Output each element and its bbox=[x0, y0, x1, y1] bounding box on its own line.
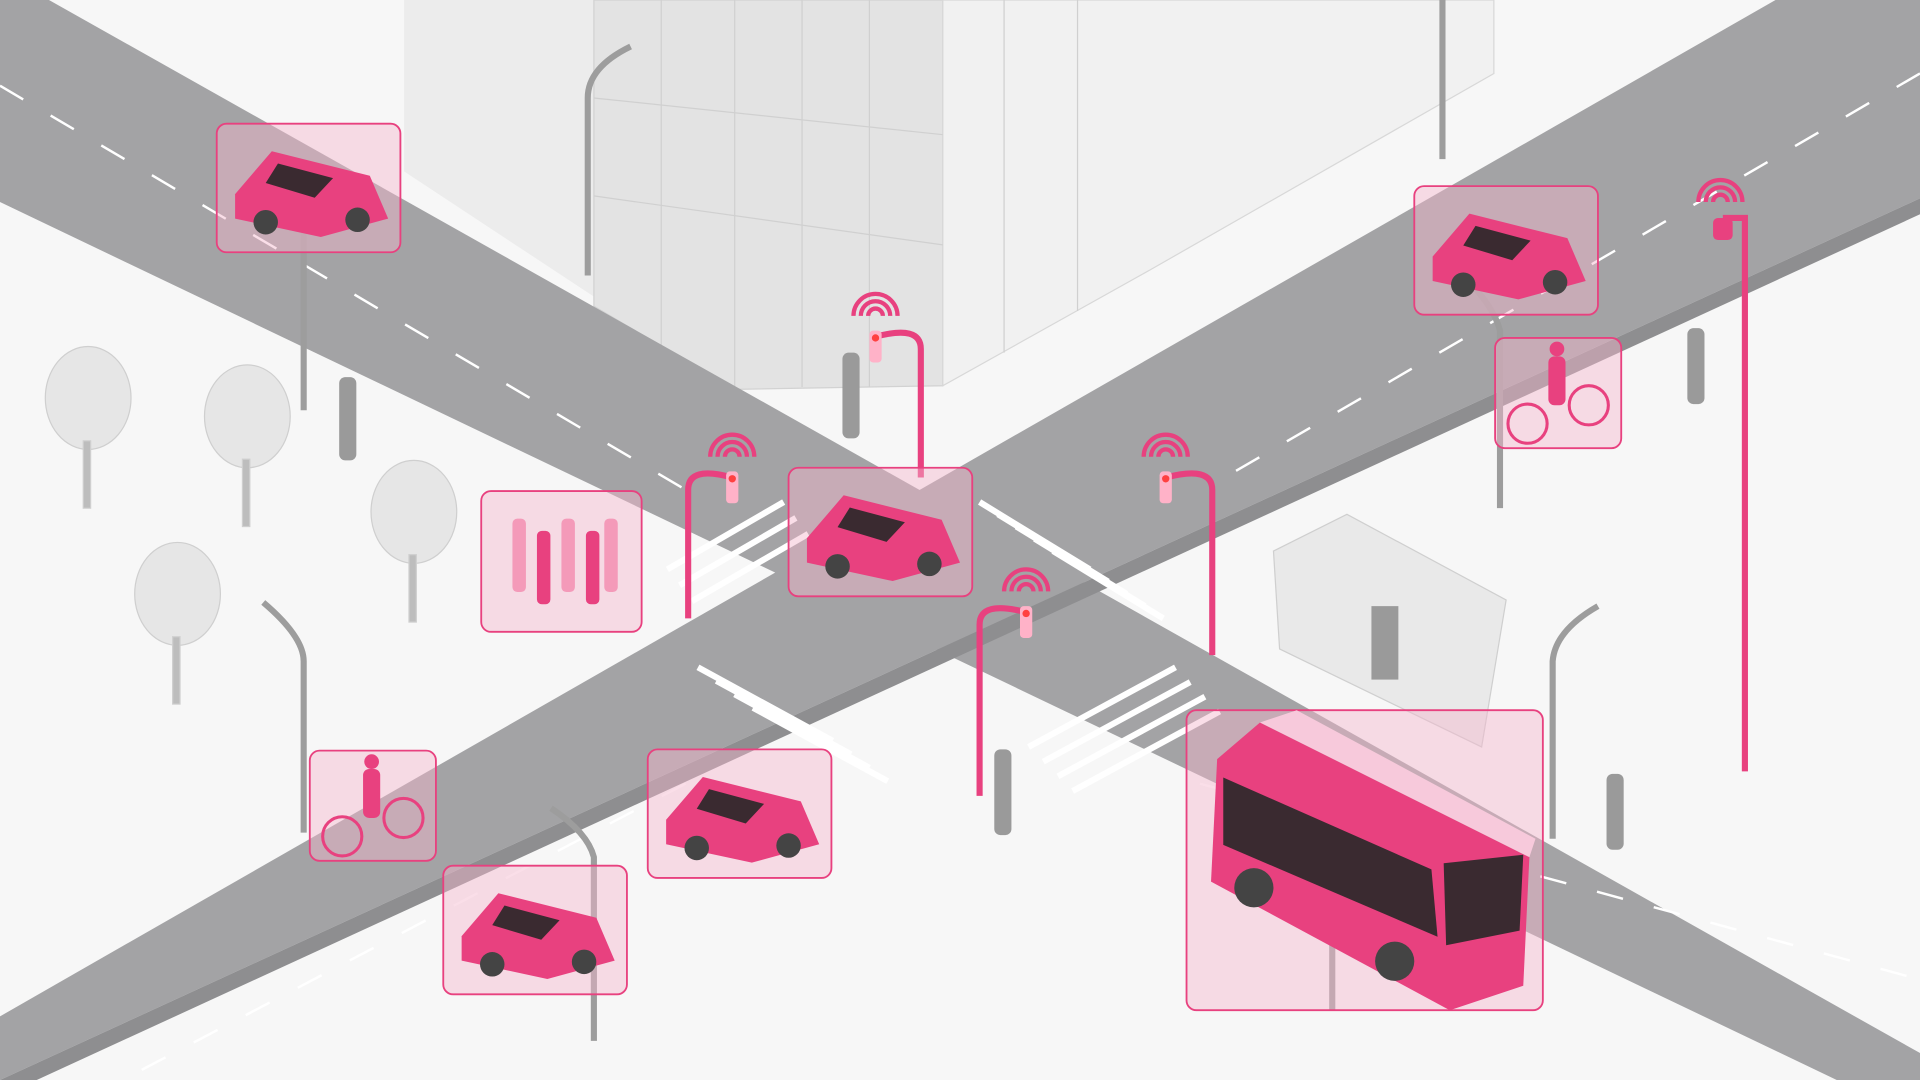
wifi-icon bbox=[1141, 432, 1190, 458]
wheel bbox=[684, 835, 709, 861]
bus-roof bbox=[1260, 710, 1536, 858]
car-window bbox=[837, 507, 905, 542]
person-icon bbox=[561, 518, 575, 593]
wheel bbox=[571, 949, 597, 975]
waiting-person bbox=[1371, 606, 1399, 680]
bike-wheel bbox=[382, 796, 425, 840]
lane-mark bbox=[0, 84, 687, 491]
detection-car[interactable] bbox=[1413, 185, 1599, 316]
wheel bbox=[253, 210, 278, 235]
camera-pole bbox=[1696, 177, 1748, 772]
wheel bbox=[1542, 270, 1568, 295]
detection-bus[interactable] bbox=[1185, 709, 1544, 1012]
traffic-light bbox=[851, 291, 924, 478]
detection-car[interactable] bbox=[646, 748, 833, 879]
signal-red bbox=[871, 334, 880, 342]
wifi-icon bbox=[708, 432, 757, 458]
bus-stop-shelter bbox=[1272, 513, 1507, 748]
pedestrians bbox=[339, 328, 1705, 850]
detection-car[interactable] bbox=[442, 864, 628, 996]
wifi-icon bbox=[1001, 567, 1051, 592]
cyclist-head bbox=[364, 754, 379, 769]
wheel bbox=[480, 952, 505, 977]
wheel bbox=[776, 833, 801, 858]
trees bbox=[44, 345, 458, 705]
wheel bbox=[1234, 868, 1274, 908]
person-icon bbox=[585, 530, 600, 605]
detection-cyclist[interactable] bbox=[308, 749, 437, 862]
wheel bbox=[825, 554, 850, 579]
traffic-light bbox=[685, 432, 757, 619]
crosswalk bbox=[665, 499, 1222, 794]
road-ne-sw-lower bbox=[0, 198, 1920, 1080]
detection-boxes bbox=[215, 122, 1623, 1012]
bus-windows bbox=[1223, 777, 1438, 937]
person-icon bbox=[512, 518, 526, 593]
detection-car[interactable] bbox=[215, 122, 402, 254]
bike-wheel bbox=[1506, 402, 1549, 445]
car-window bbox=[696, 789, 765, 824]
building-window-grid bbox=[593, 0, 1079, 390]
building-side bbox=[942, 0, 1495, 387]
lane-mark bbox=[121, 782, 687, 1080]
wheel bbox=[917, 551, 942, 577]
bike-wheel bbox=[1567, 384, 1610, 427]
camera-icon bbox=[1713, 217, 1733, 240]
cyclist-head bbox=[1549, 341, 1565, 357]
wheel bbox=[345, 207, 370, 233]
traffic-lights bbox=[685, 177, 1748, 796]
building-glass bbox=[593, 0, 944, 391]
car-window bbox=[265, 163, 334, 198]
signal-red bbox=[1022, 609, 1030, 618]
person-icon bbox=[604, 518, 618, 593]
wifi-icon bbox=[851, 291, 900, 317]
lane-mark bbox=[1223, 72, 1920, 479]
car-window bbox=[492, 905, 560, 940]
wheel bbox=[1375, 941, 1415, 981]
detection-car[interactable] bbox=[787, 466, 974, 598]
car-window bbox=[1463, 225, 1531, 261]
cyclist-icon bbox=[363, 768, 381, 818]
signal-red bbox=[728, 475, 736, 483]
signal-red bbox=[1162, 475, 1170, 483]
cyclist-icon bbox=[1548, 356, 1566, 406]
traffic-light bbox=[1141, 432, 1216, 656]
wifi-icon bbox=[1696, 177, 1745, 203]
person-icon bbox=[536, 530, 551, 605]
wheel bbox=[1451, 272, 1476, 297]
detection-cyclist[interactable] bbox=[1494, 337, 1623, 450]
detection-pedestrian-group[interactable] bbox=[480, 490, 643, 633]
traffic-light bbox=[976, 567, 1051, 796]
bus-windshield bbox=[1443, 854, 1524, 946]
bike-wheel bbox=[321, 815, 364, 858]
